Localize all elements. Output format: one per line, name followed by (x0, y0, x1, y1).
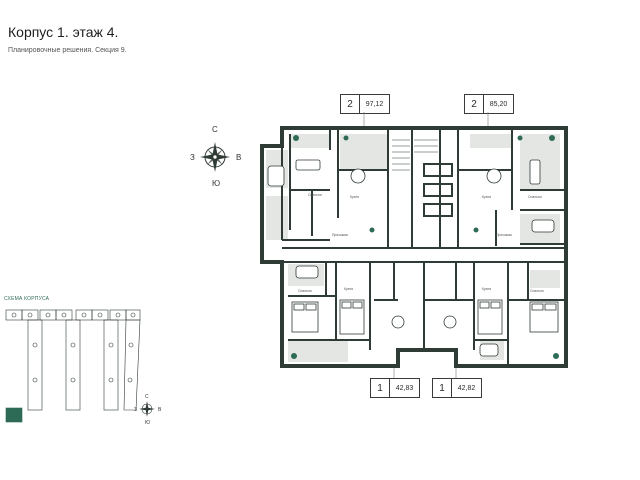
mini-compass-east: В (158, 407, 162, 413)
apartment-area: 42,82 (457, 384, 476, 392)
apartment-label-top-right[interactable]: 2 85,20 (464, 94, 514, 114)
building-scheme (5, 309, 141, 423)
apartment-label-bottom-left[interactable]: 1 42,83 (370, 378, 420, 398)
svg-text:Кухня: Кухня (482, 287, 491, 291)
mini-compass-north: С (145, 394, 149, 400)
page-title: Корпус 1. этаж 4. (8, 24, 119, 40)
scheme-title: СХЕМА КОРПУСА (4, 296, 50, 302)
svg-text:Спальня: Спальня (528, 195, 542, 199)
plants (291, 135, 559, 359)
apartment-rooms: 1 (433, 379, 452, 397)
compass-west: З (190, 153, 195, 162)
apartment-area: 42,83 (395, 384, 414, 392)
svg-text:Кухня: Кухня (350, 195, 359, 199)
mini-compass-icon (139, 401, 155, 417)
compass-south: Ю (212, 179, 220, 188)
svg-text:Спальня: Спальня (530, 289, 544, 293)
apartment-rooms: 2 (341, 95, 360, 113)
scheme-top-row (5, 309, 141, 321)
compass-north: С (212, 125, 218, 134)
svg-text:Спальня: Спальня (308, 193, 322, 197)
mini-compass-south: Ю (145, 420, 150, 426)
current-section-marker (5, 407, 23, 423)
apartment-area: 97,12 (365, 100, 384, 108)
apartment-label-bottom-right[interactable]: 1 42,82 (432, 378, 482, 398)
apartment-rooms: 2 (465, 95, 484, 113)
svg-text:Прихожая: Прихожая (332, 233, 348, 237)
furniture (267, 159, 559, 357)
svg-text:Прихожая: Прихожая (496, 233, 512, 237)
svg-text:Спальня: Спальня (298, 289, 312, 293)
apartment-rooms: 1 (371, 379, 390, 397)
mini-compass-west: З (134, 407, 137, 413)
svg-text:Кухня: Кухня (344, 287, 353, 291)
scheme-dots (11, 312, 136, 383)
compass-east: В (236, 153, 241, 162)
page-subtitle: Планировочные решения. Секция 9. (8, 47, 127, 54)
room-labels: Спальня Кухня Прихожая Кухня Спальня При… (298, 193, 544, 293)
svg-text:Кухня: Кухня (482, 195, 491, 199)
apartment-label-top-left[interactable]: 2 97,12 (340, 94, 390, 114)
apartment-area: 85,20 (489, 100, 508, 108)
interior-walls (281, 127, 566, 366)
compass-icon (200, 142, 230, 172)
